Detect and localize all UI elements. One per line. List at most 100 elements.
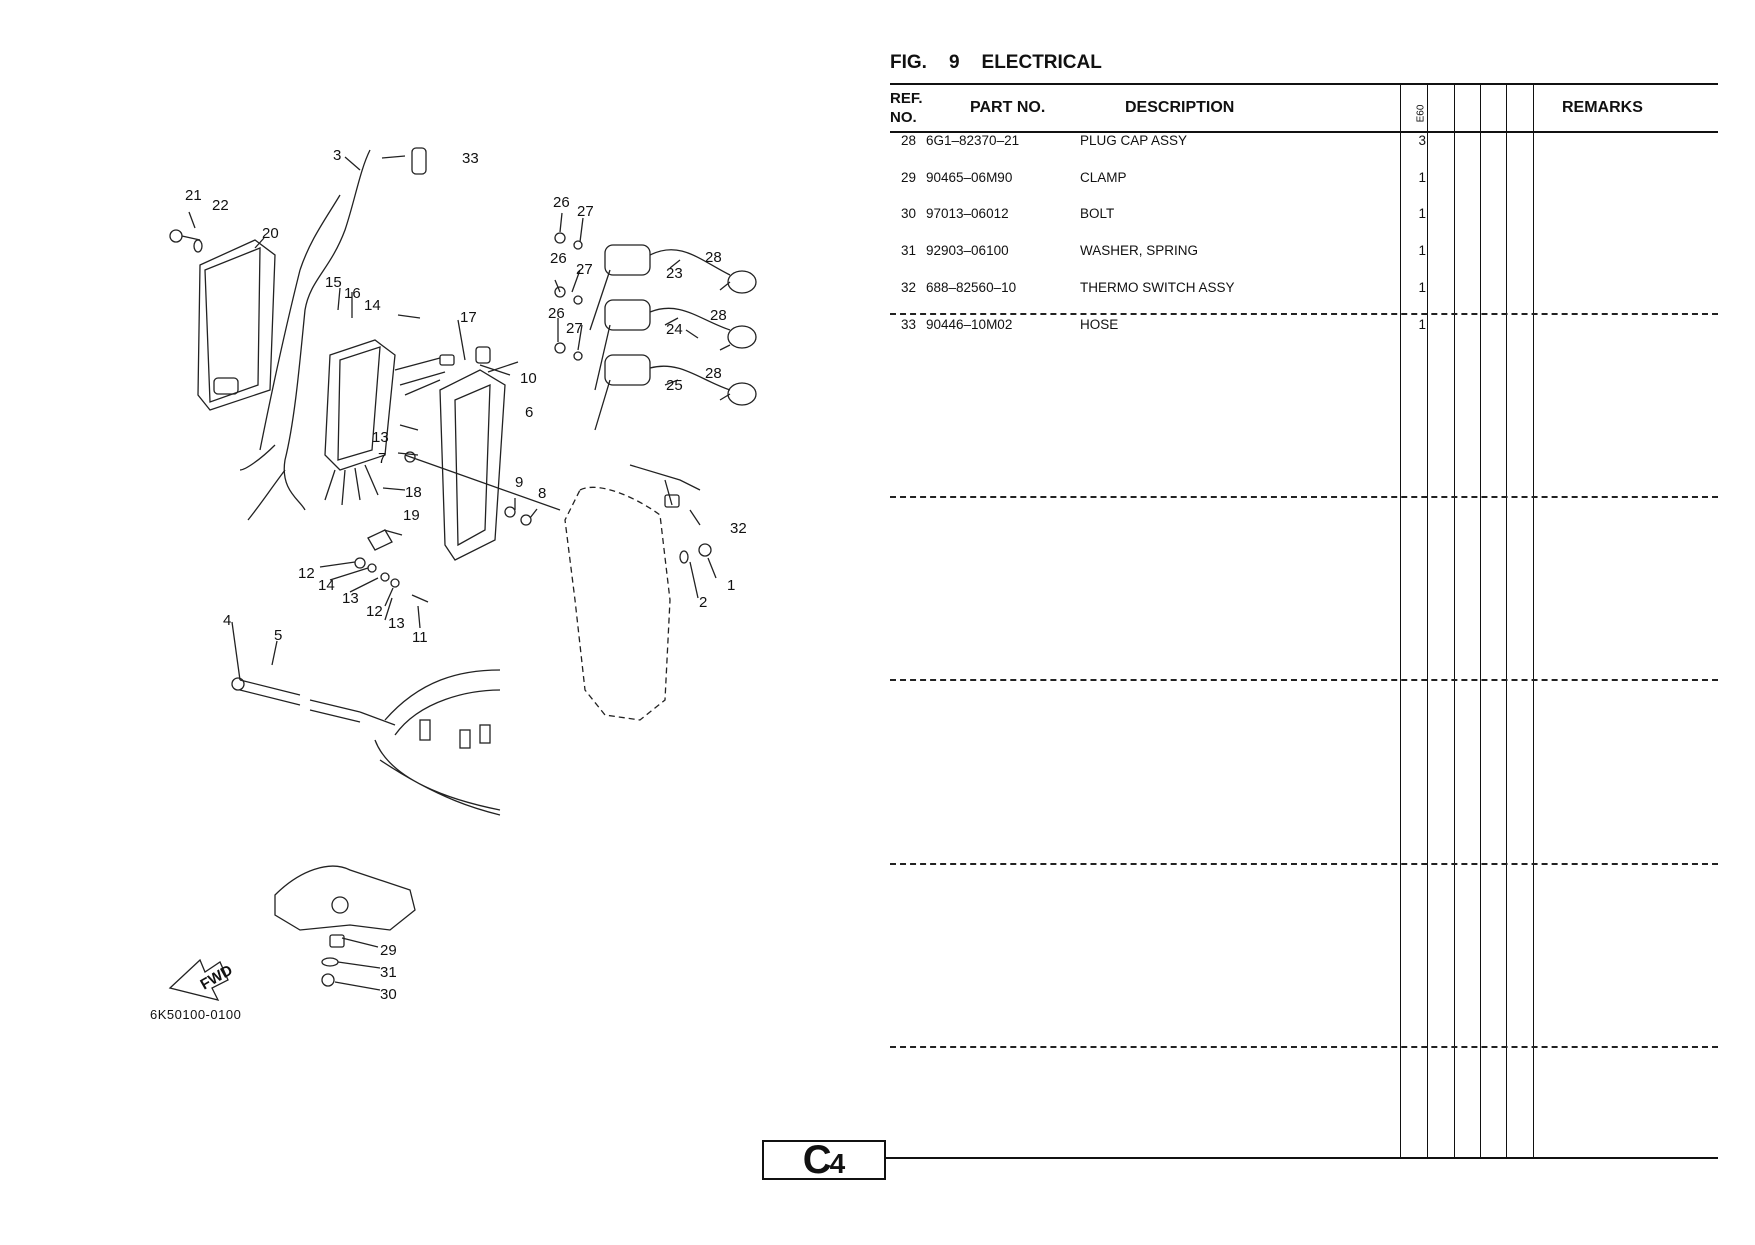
callout: 6: [525, 404, 533, 421]
callout: 26: [553, 194, 570, 211]
row-part-no: 90465–06M90: [926, 170, 1013, 185]
callout: 25: [666, 377, 683, 394]
fwd-arrow-icon: [168, 958, 229, 1001]
column-divider: [1454, 83, 1455, 1157]
callout: 3: [333, 147, 341, 164]
callout: 27: [577, 203, 594, 220]
column-divider: [1400, 83, 1401, 1157]
callout: 15: [325, 274, 342, 291]
callout: 29: [380, 942, 397, 959]
callout: 30: [380, 986, 397, 1003]
row-description: BOLT: [1080, 206, 1115, 221]
header-ref-line1: REF.: [890, 90, 923, 107]
callout: 24: [666, 321, 683, 338]
callout: 32: [730, 520, 747, 537]
row-ref: 33: [900, 317, 916, 332]
diagram-drawing: FWD 3 33 21 22 20 15 16 14 17 10 6 13 7 …: [168, 147, 757, 1003]
header-bottom-rule: [890, 131, 1718, 133]
callout: 33: [462, 150, 479, 167]
page-letter: C: [802, 1138, 832, 1182]
callout: 27: [576, 261, 593, 278]
page-base-rule: [886, 1157, 1718, 1159]
callout: 13: [372, 429, 389, 446]
callout: 14: [318, 577, 335, 594]
figure-number: 9: [948, 52, 960, 73]
header-model: E60: [1415, 104, 1427, 123]
callout: 11: [412, 629, 428, 646]
section-dashed-rule: [890, 496, 1718, 498]
row-part-no: 90446–10M02: [926, 317, 1013, 332]
row-quantity: 1: [1418, 317, 1426, 332]
row-quantity: 1: [1418, 170, 1426, 185]
callout: 5: [274, 627, 282, 644]
row-description: WASHER, SPRING: [1080, 243, 1199, 258]
figure-title: FIG. 9 ELECTRICAL: [890, 52, 1124, 74]
page-number: 4: [829, 1148, 846, 1179]
callout: 8: [538, 485, 546, 502]
callout: 14: [364, 297, 381, 314]
row-part-no: 6G1–82370–21: [926, 133, 1020, 148]
table-row: 32 688–82560–10 THERMO SWITCH ASSY 1: [890, 280, 1718, 300]
column-divider: [1427, 83, 1428, 1157]
section-dashed-rule: [890, 863, 1718, 865]
header-ref-no: REF. NO.: [890, 89, 930, 127]
callout: 1: [727, 577, 735, 594]
header-remarks: REMARKS: [1562, 99, 1643, 116]
screw-part: [169, 229, 183, 243]
callout: 12: [298, 565, 315, 582]
header-ref-line2: NO.: [890, 109, 917, 126]
callout: 7: [378, 450, 386, 467]
callout: 17: [460, 309, 477, 326]
callout: 28: [705, 249, 722, 266]
row-part-no: 97013–06012: [926, 206, 1009, 221]
hose-part: [411, 147, 427, 175]
callout: 18: [405, 484, 422, 501]
row-quantity: 1: [1418, 206, 1426, 221]
page-number-badge: C4: [762, 1140, 886, 1180]
callout: 23: [666, 265, 683, 282]
callout: 20: [262, 225, 279, 242]
callout: 16: [344, 285, 361, 302]
callout: 10: [520, 370, 537, 387]
row-part-no: 688–82560–10: [926, 280, 1017, 295]
row-ref: 31: [900, 243, 916, 258]
callout-numbers: 3 33 21 22 20 15 16 14 17 10 6 13 7 18 9…: [185, 147, 747, 1003]
callout: 26: [548, 305, 565, 322]
callout: 27: [566, 320, 583, 337]
bottom-cowling: [374, 669, 501, 816]
callout: 22: [212, 197, 229, 214]
exploded-parts-diagram: FWD 3 33 21 22 20 15 16 14 17 10 6 13 7 …: [0, 0, 880, 1240]
callout: 21: [185, 187, 202, 204]
column-divider: [1506, 83, 1507, 1157]
row-ref: 32: [900, 280, 916, 295]
callout: 13: [388, 615, 405, 632]
callout: 2: [699, 594, 707, 611]
row-description: HOSE: [1080, 317, 1119, 332]
callout: 28: [705, 365, 722, 382]
callout: 28: [710, 307, 727, 324]
table-row: 33 90446–10M02 HOSE 1: [890, 317, 1718, 337]
column-divider: [1533, 83, 1534, 1157]
table-row: 30 97013–06012 BOLT 1: [890, 206, 1718, 226]
row-quantity: 1: [1418, 243, 1426, 258]
row-quantity: 3: [1418, 133, 1426, 148]
parts-table: REF. NO. PART NO. DESCRIPTION E60 REMARK…: [890, 83, 1718, 1158]
table-row: 28 6G1–82370–21 PLUG CAP ASSY 3: [890, 133, 1718, 153]
callout: 31: [380, 964, 397, 981]
callout: 12: [366, 603, 383, 620]
diagram-code: 6K50100-0100: [150, 1007, 242, 1022]
row-quantity: 1: [1418, 280, 1426, 295]
row-description: CLAMP: [1080, 170, 1127, 185]
callout: 26: [550, 250, 567, 267]
section-dashed-rule: [890, 313, 1718, 315]
row-description: PLUG CAP ASSY: [1080, 133, 1188, 148]
cover-part: [197, 239, 276, 411]
figure-name: ELECTRICAL: [981, 52, 1102, 73]
callout: 4: [223, 612, 231, 629]
figure-label: FIG.: [890, 52, 927, 73]
callout: 9: [515, 474, 523, 491]
column-divider: [1480, 83, 1481, 1157]
table-top-rule: [890, 83, 1718, 85]
bracket-plate: [439, 369, 506, 561]
callout: 13: [342, 590, 359, 607]
